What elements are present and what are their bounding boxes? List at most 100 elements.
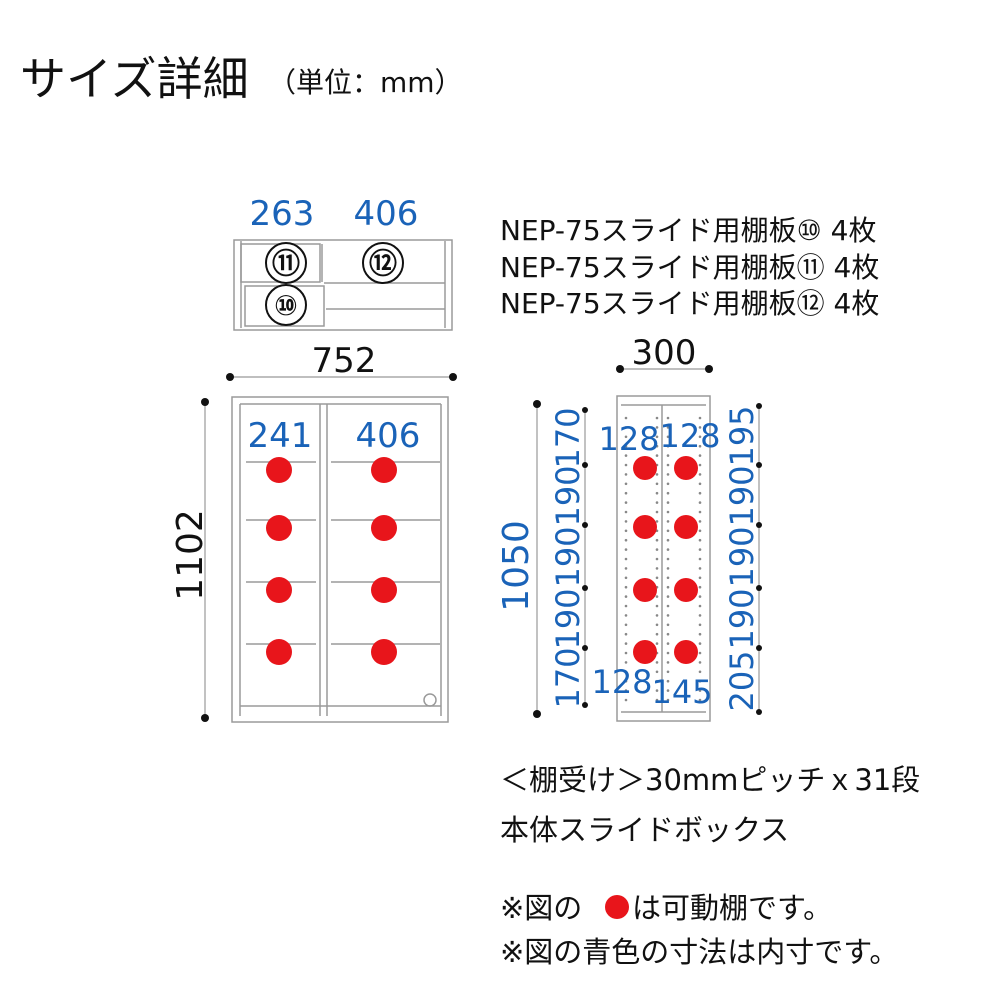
left-stack-dim: 170 (549, 407, 587, 468)
side-movable-shelf-markers (633, 456, 698, 664)
pin-hole (698, 670, 702, 674)
top-right-dim: 128 (659, 417, 720, 455)
pin-hole (624, 661, 628, 664)
pin-hole (666, 491, 670, 495)
depth-dim: 300 (632, 333, 697, 373)
pin-hole (655, 623, 659, 627)
pin-hole (698, 585, 702, 589)
pin-hole (698, 435, 702, 439)
pin-hole (624, 651, 628, 655)
pin-hole (655, 538, 659, 542)
pin-hole (698, 595, 702, 598)
pitch-note: ＜棚受け＞30mmピッチｘ31段 (500, 763, 920, 797)
pin-hole (624, 679, 628, 683)
pin-hole (655, 482, 659, 486)
pin-hole (698, 576, 702, 580)
pin-hole (698, 651, 702, 655)
width-dim: 752 (312, 341, 377, 381)
pin-hole (655, 576, 659, 580)
movable-note-suffix: は可動棚です。 (632, 891, 832, 925)
pin-hole (698, 689, 702, 692)
pin-hole (698, 632, 702, 636)
pin-hole (698, 463, 702, 467)
pin-hole (666, 416, 670, 420)
pin-hole (624, 567, 628, 570)
side-view-drawing: 300 1050 170 190 190 190 170 195 190 190… (496, 333, 762, 722)
pin-hole (698, 661, 702, 664)
pin-hole (698, 510, 702, 514)
pin-hole (698, 491, 702, 495)
pin-hole (655, 689, 659, 692)
pin-hole (624, 529, 628, 533)
pin-hole (624, 463, 628, 467)
pin-hole (666, 548, 670, 551)
parts-list-item: NEP-75スライド用棚板⑩ 4枚 (500, 214, 876, 247)
pin-hole (666, 689, 670, 692)
pin-hole (666, 454, 670, 457)
pin-hole (655, 426, 659, 429)
pin-hole (698, 538, 702, 542)
pin-hole (698, 614, 702, 617)
right-stack-dim: 205 (723, 650, 761, 711)
pin-hole (624, 510, 628, 514)
pin-hole (655, 670, 659, 674)
left-stack-dim: 190 (549, 526, 587, 587)
shelf-12-label: ⑫ (369, 247, 397, 280)
inner-height-dim: 1050 (496, 520, 537, 612)
pin-hole (698, 529, 702, 533)
pin-hole (624, 501, 628, 504)
pin-hole (666, 520, 670, 523)
pin-hole (624, 698, 628, 702)
top-dim-right: 406 (354, 194, 419, 234)
pin-hole (666, 595, 670, 598)
pin-hole (698, 482, 702, 486)
pin-hole (666, 529, 670, 533)
pin-hole (655, 510, 659, 514)
pin-hole (624, 632, 628, 636)
pin-hole (624, 642, 628, 645)
pin-hole (655, 614, 659, 617)
inner-right-dim: 406 (356, 416, 421, 456)
pin-hole (624, 623, 628, 627)
pin-hole (666, 426, 670, 429)
bottom-left-dim: 128 (591, 663, 652, 701)
pin-hole (666, 642, 670, 645)
pin-hole (666, 632, 670, 636)
pin-hole (698, 642, 702, 645)
right-stack-dim: 195 (723, 405, 761, 466)
pin-hole (624, 444, 628, 448)
pin-hole (624, 482, 628, 486)
left-stack-dim: 190 (549, 588, 587, 649)
pin-hole (655, 557, 659, 561)
pin-hole (655, 567, 659, 570)
pin-hole (624, 520, 628, 523)
pin-hole (698, 454, 702, 457)
pin-hole (698, 604, 702, 608)
pin-hole (655, 661, 659, 664)
pin-hole (698, 426, 702, 429)
pin-hole (655, 604, 659, 608)
pin-hole (624, 689, 628, 692)
pin-hole (624, 548, 628, 551)
pin-hole (624, 435, 628, 439)
movable-shelf-markers (266, 457, 397, 665)
pin-hole (666, 510, 670, 514)
inner-left-dim: 241 (248, 416, 313, 456)
pin-hole (698, 567, 702, 570)
pin-hole (666, 614, 670, 617)
pin-hole (655, 444, 659, 448)
inner-dim-note: ※図の青色の寸法は内寸です。 (500, 935, 898, 969)
pin-hole (624, 426, 628, 429)
top-left-dim: 128 (598, 420, 659, 458)
pin-hole (698, 679, 702, 683)
right-stack-dim: 190 (723, 526, 761, 587)
pin-hole (655, 642, 659, 645)
pin-hole (666, 444, 670, 448)
unit-label: （単位：mm） (268, 66, 463, 99)
pin-hole (655, 454, 659, 457)
pin-hole (655, 473, 659, 476)
pin-hole (666, 651, 670, 655)
pin-hole (624, 473, 628, 476)
pin-hole (666, 501, 670, 504)
